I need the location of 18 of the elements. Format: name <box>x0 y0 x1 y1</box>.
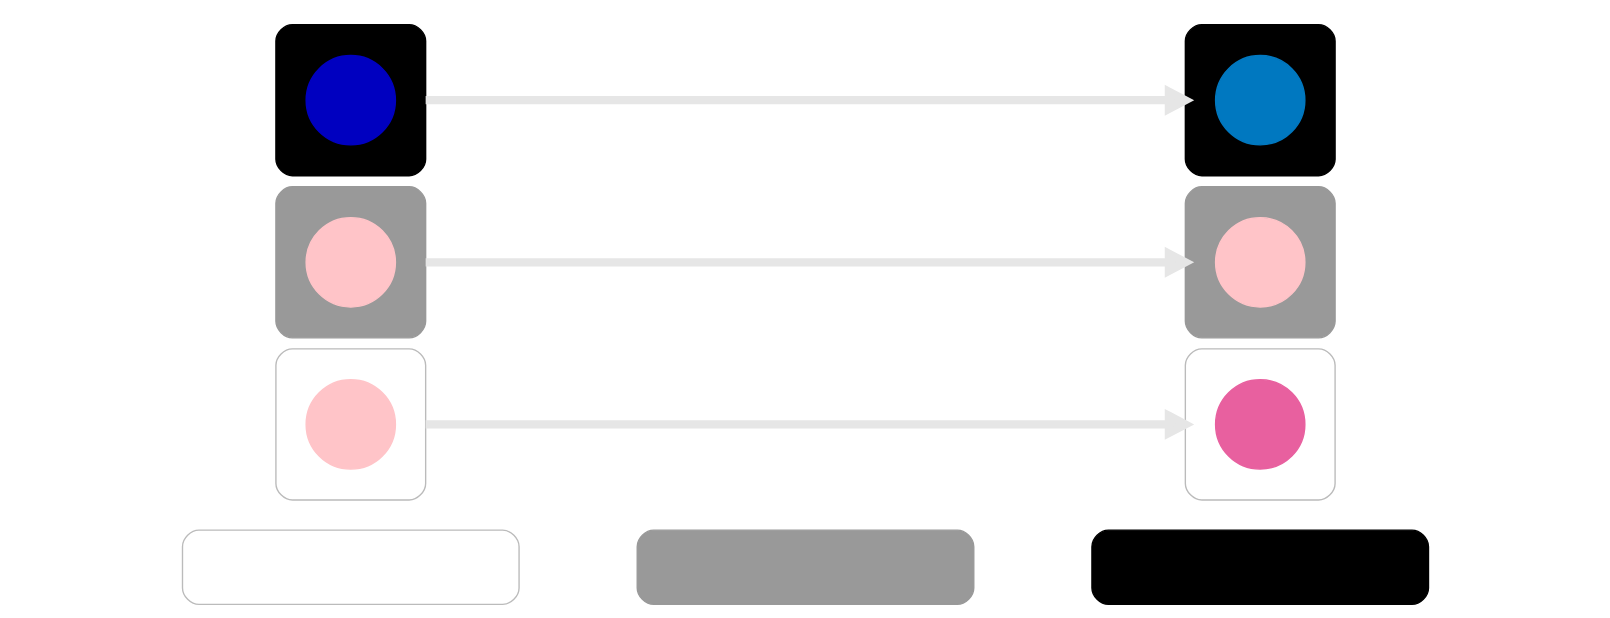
arrow <box>425 246 1194 278</box>
node-circle <box>1214 54 1306 146</box>
node-box <box>636 529 974 606</box>
cluster <box>274 186 426 339</box>
node-box <box>181 529 520 606</box>
node-circle <box>304 379 396 470</box>
cluster <box>1184 186 1336 339</box>
node-circle <box>304 216 396 308</box>
node-box <box>1090 529 1429 606</box>
arrow <box>425 408 1194 440</box>
cluster <box>1184 348 1336 501</box>
cluster <box>1184 23 1336 177</box>
arrow <box>425 84 1194 116</box>
node-circle <box>304 54 396 146</box>
node-circle <box>1214 379 1306 470</box>
node-circle <box>1214 216 1306 308</box>
cluster <box>274 23 426 177</box>
cluster <box>274 348 426 501</box>
